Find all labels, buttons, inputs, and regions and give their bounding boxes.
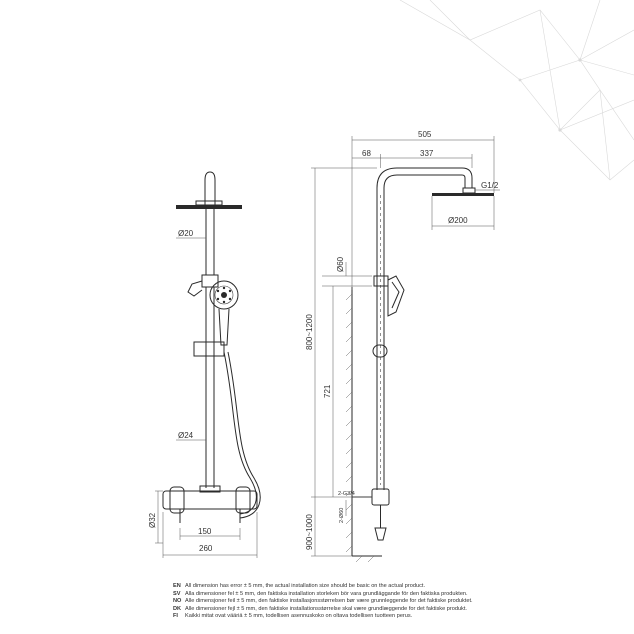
note-text: Kaikki mitat ovat vääriä ± 5 mm, todelli… [185,613,413,620]
dim-h800: 800~1200 [305,314,314,350]
dim-w260: 260 [199,544,213,553]
hand-shower-head [209,280,239,310]
dim-d24: Ø24 [178,431,194,440]
note-lang-code: EN [173,583,181,589]
note-text: Alla dimensioner fel ± 5 mm, den faktisk… [185,590,468,597]
dim-g12: G1/2 [481,181,499,190]
note-lang-code: DK [173,605,182,612]
front-dimensions: Ø20 Ø24 Ø32 150 260 [148,229,258,558]
side-dimensions: 505 68 337 G1/2 Ø200 Ø60 800~1200 721 2-… [305,130,500,557]
note-row: SV Alla dimensioner fel ± 5 mm, den fakt… [173,591,613,599]
note-text: Alle dimensioner fejl ± 5 mm, den faktis… [185,605,467,612]
dim-d60b: 2-Ø60 [339,508,345,523]
note-row: NO Alle dimensjoner feil ± 5 mm, den fak… [173,598,613,606]
tolerance-notes: EN All dimension has error ± 5 mm, the a… [173,583,613,621]
note-lang-code: NO [173,598,182,605]
side-overhead-head [432,193,494,196]
dim-w150: 150 [198,527,212,536]
dim-w505: 505 [418,130,432,139]
note-text: All dimension has error ± 5 mm, the actu… [185,583,425,589]
dim-h721: 721 [323,384,332,398]
dim-d32: Ø32 [148,512,157,528]
dim-d20: Ø20 [178,229,194,238]
note-text: Alle dimensjoner feil ± 5 mm, den faktis… [185,598,473,605]
overhead-shower-head [176,205,242,209]
wall-hatching [345,293,375,563]
dim-g34: 2-G3/4 [338,491,355,497]
side-hand-shower [387,275,405,317]
side-mixer [371,488,390,506]
note-lang-code: SV [173,590,181,597]
side-view [345,167,494,563]
dim-h900: 900~1000 [305,514,314,550]
note-row: DK Alle dimensioner fejl ± 5 mm, den fak… [173,606,613,614]
dim-d200: Ø200 [448,216,468,225]
dim-w337: 337 [420,149,434,158]
note-lang-code: FI [173,613,178,620]
note-row: FI Kaikki mitat ovat vääriä ± 5 mm, tode… [173,613,613,621]
note-row: EN All dimension has error ± 5 mm, the a… [173,583,613,591]
dim-d60: Ø60 [336,256,345,272]
corner-decoration [399,0,634,181]
thermostatic-mixer [162,490,258,510]
front-view [162,171,261,523]
dim-w68: 68 [362,149,371,158]
slide-holder [193,341,225,357]
